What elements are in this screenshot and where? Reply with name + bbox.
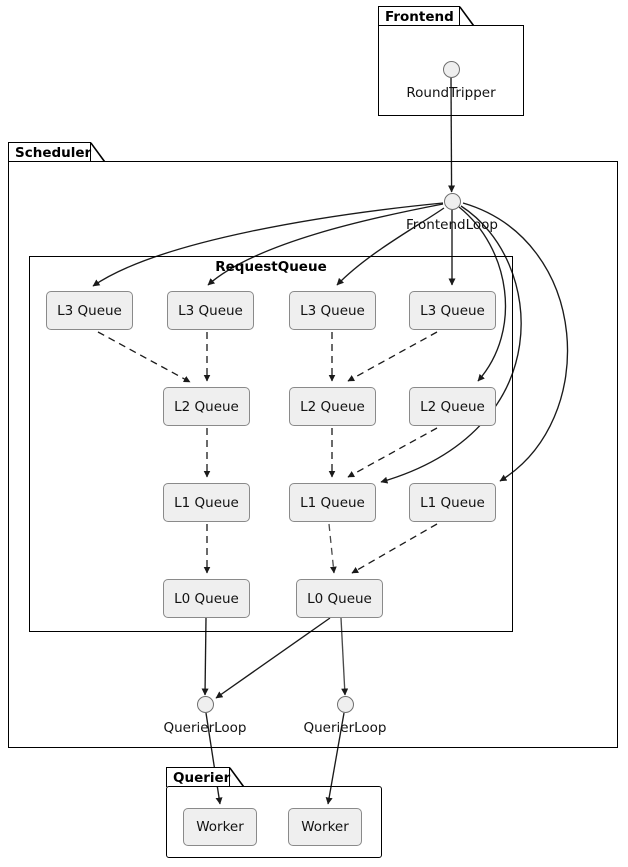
node-l2-queue-1[interactable]: L2 Queue: [163, 387, 250, 426]
package-tab-scheduler: Scheduler: [8, 142, 91, 162]
node-l3-queue-2[interactable]: L3 Queue: [167, 291, 254, 330]
package-tab-notch-querier: [229, 767, 245, 787]
frame-title-request-queue: RequestQueue: [215, 259, 327, 275]
interface-frontendloop[interactable]: [444, 193, 461, 210]
node-l2-queue-2[interactable]: L2 Queue: [289, 387, 376, 426]
package-title-scheduler: Scheduler: [15, 144, 92, 161]
node-l3-queue-3[interactable]: L3 Queue: [289, 291, 376, 330]
node-worker-1[interactable]: Worker: [183, 808, 257, 846]
interface-querierloop-2[interactable]: [337, 696, 354, 713]
node-l0-queue-1[interactable]: L0 Queue: [163, 579, 250, 618]
node-l1-queue-2[interactable]: L1 Queue: [289, 483, 376, 522]
node-l0-queue-2[interactable]: L0 Queue: [296, 579, 383, 618]
package-scheduler: [8, 161, 618, 748]
node-worker-2[interactable]: Worker: [288, 808, 362, 846]
package-tab-querier: Querier: [166, 767, 230, 787]
node-l1-queue-3[interactable]: L1 Queue: [409, 483, 496, 522]
interface-roundtripper[interactable]: [443, 61, 460, 78]
interface-label-querierloop-2: QuerierLoop: [303, 720, 387, 736]
package-tab-notch-frontend: [459, 6, 475, 26]
interface-querierloop-1[interactable]: [197, 696, 214, 713]
frame-request-queue: [29, 256, 513, 632]
node-l3-queue-4[interactable]: L3 Queue: [409, 291, 496, 330]
package-tab-frontend: Frontend: [378, 6, 460, 26]
package-tab-notch-scheduler: [90, 142, 106, 162]
package-title-querier: Querier: [173, 769, 231, 786]
interface-label-roundtripper: RoundTripper: [406, 85, 496, 101]
package-frontend: [378, 25, 524, 116]
node-l3-queue-1[interactable]: L3 Queue: [46, 291, 133, 330]
node-l2-queue-3[interactable]: L2 Queue: [409, 387, 496, 426]
node-l1-queue-1[interactable]: L1 Queue: [163, 483, 250, 522]
interface-label-frontendloop: FrontendLoop: [406, 217, 498, 233]
interface-label-querierloop-1: QuerierLoop: [163, 720, 247, 736]
package-querier: [166, 786, 382, 858]
package-title-frontend: Frontend: [385, 8, 454, 25]
